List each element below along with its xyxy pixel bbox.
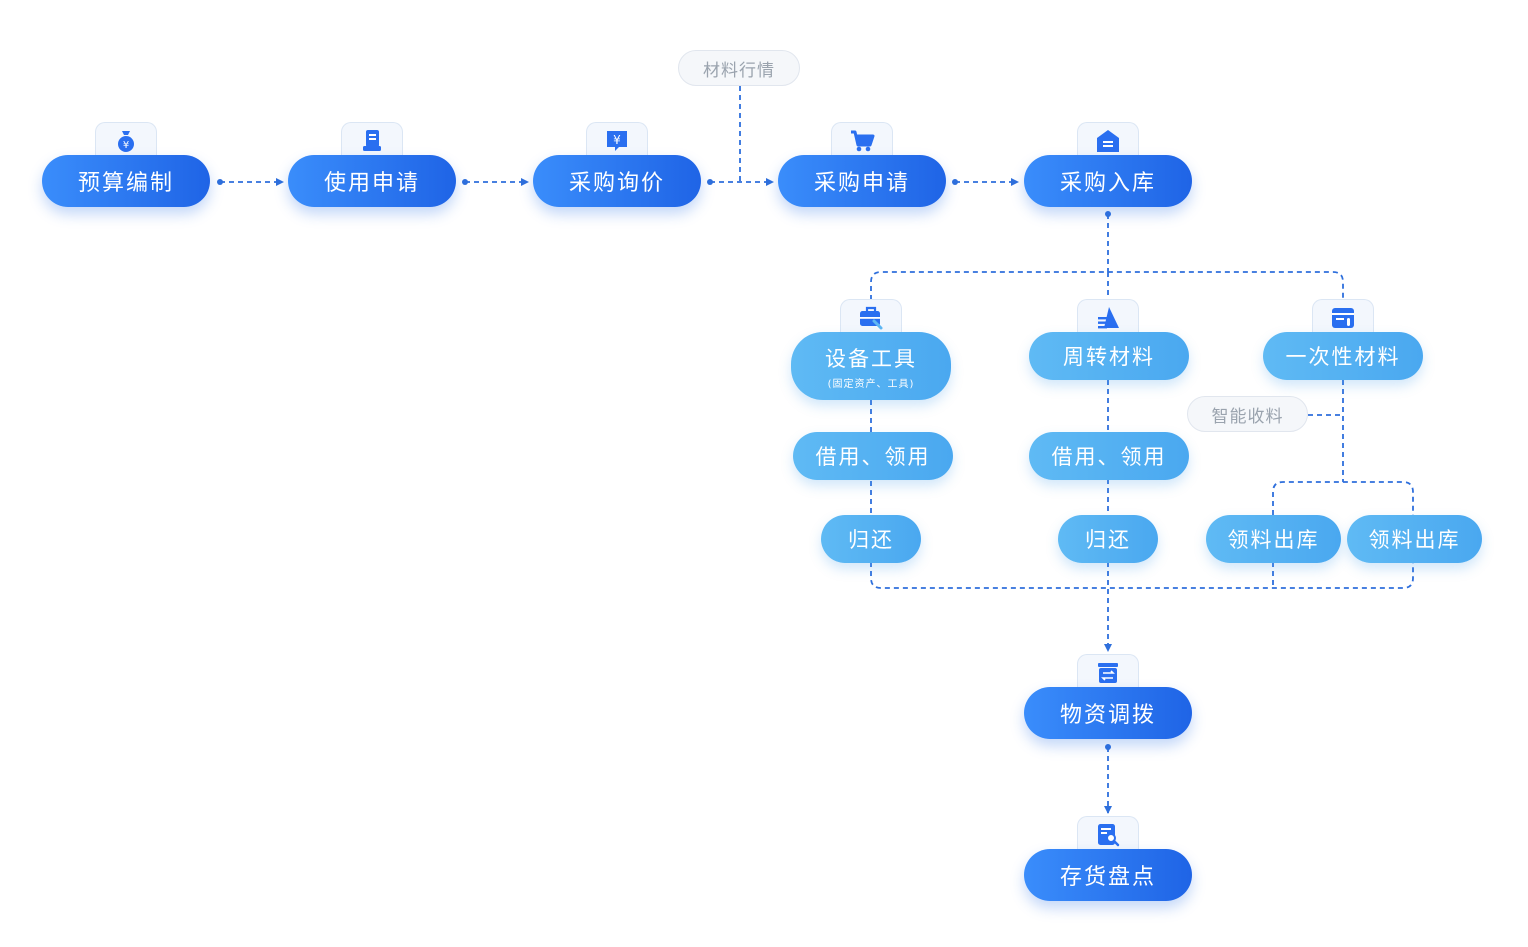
material-card-icon [1332, 308, 1354, 328]
budget-icon-tab: ¥ [95, 122, 157, 158]
node-inquiry[interactable]: 采购询价 [533, 155, 701, 207]
step-equipment-return[interactable]: 归还 [821, 515, 921, 563]
step-equipment-borrow[interactable]: 借用、领用 [793, 432, 953, 480]
step-turnover-return[interactable]: 归还 [1058, 515, 1158, 563]
connector-branch-bus [870, 271, 1344, 300]
step-turnover-borrow-label: 借用、领用 [1051, 445, 1167, 469]
node-equipment-note: (固定资产、工具) [827, 378, 915, 390]
connector-dot [1105, 744, 1111, 750]
node-use-request-label: 使用申请 [323, 171, 420, 196]
connector-merge-bus [870, 562, 1414, 589]
node-equipment[interactable]: 设备工具 (固定资产、工具) [791, 332, 951, 400]
connector-issue-split [1272, 481, 1414, 515]
node-turnover-label: 周转材料 [1063, 345, 1155, 369]
step-issue-out-1-label: 领料出库 [1227, 528, 1320, 552]
connector-dot [1105, 211, 1111, 217]
money-bag-icon: ¥ [118, 131, 134, 152]
tag-market-price: 材料行情 [678, 50, 800, 86]
svg-text:¥: ¥ [613, 133, 621, 147]
consumable-icon-tab [1312, 299, 1374, 335]
tag-smart-receiving: 智能收料 [1187, 396, 1308, 432]
node-inquiry-label: 采购询价 [568, 171, 665, 196]
node-inventory[interactable]: 存货盘点 [1024, 849, 1192, 901]
step-issue-out-1[interactable]: 领料出库 [1206, 515, 1341, 563]
tag-smart-receiving-label: 智能收料 [1211, 406, 1284, 427]
inventory-icon-tab [1077, 816, 1139, 852]
svg-text:¥: ¥ [123, 140, 129, 151]
node-consumable[interactable]: 一次性材料 [1263, 332, 1423, 380]
node-budget[interactable]: 预算编制 [42, 155, 210, 207]
toolbox-icon [860, 306, 883, 330]
document-list-icon [363, 130, 381, 151]
node-turnover[interactable]: 周转材料 [1029, 332, 1189, 380]
node-budget-label: 预算编制 [77, 171, 174, 196]
step-turnover-borrow[interactable]: 借用、领用 [1029, 432, 1189, 480]
node-purchase-request[interactable]: 采购申请 [778, 155, 946, 207]
equipment-icon-tab [840, 299, 902, 335]
step-equipment-return-label: 归还 [848, 528, 894, 552]
node-transfer-label: 物资调拨 [1059, 703, 1156, 728]
tag-market-price-label: 材料行情 [703, 60, 775, 81]
node-inventory-label: 存货盘点 [1059, 865, 1156, 890]
step-equipment-borrow-label: 借用、领用 [815, 445, 931, 469]
inquiry-icon-tab: ¥ [586, 122, 648, 158]
shopping-cart-icon [851, 130, 875, 152]
node-use-request[interactable]: 使用申请 [288, 155, 456, 207]
transfer-icon-tab [1077, 654, 1139, 690]
connector-dot [952, 179, 958, 185]
purchase-request-icon-tab [831, 122, 893, 158]
step-issue-out-2[interactable]: 领料出库 [1347, 515, 1482, 563]
warehouse-icon [1097, 130, 1119, 152]
node-consumable-label: 一次性材料 [1285, 345, 1401, 369]
node-transfer[interactable]: 物资调拨 [1024, 687, 1192, 739]
turnover-icon-tab [1077, 299, 1139, 335]
inventory-search-icon [1098, 824, 1120, 847]
connector-dot [707, 179, 713, 185]
node-equipment-label: 设备工具 [825, 346, 917, 371]
stacked-material-icon [1098, 307, 1119, 329]
node-warehousing[interactable]: 采购入库 [1024, 155, 1192, 207]
node-purchase-request-label: 采购申请 [813, 171, 910, 196]
warehousing-icon-tab [1077, 122, 1139, 158]
step-issue-out-2-label: 领料出库 [1368, 528, 1461, 552]
step-turnover-return-label: 归还 [1085, 528, 1131, 552]
node-warehousing-label: 采购入库 [1059, 171, 1156, 196]
connector-dot [217, 179, 223, 185]
transfer-box-icon [1098, 663, 1118, 683]
connector-dot [462, 179, 468, 185]
price-tag-icon: ¥ [607, 131, 627, 151]
use-request-icon-tab [341, 122, 403, 158]
